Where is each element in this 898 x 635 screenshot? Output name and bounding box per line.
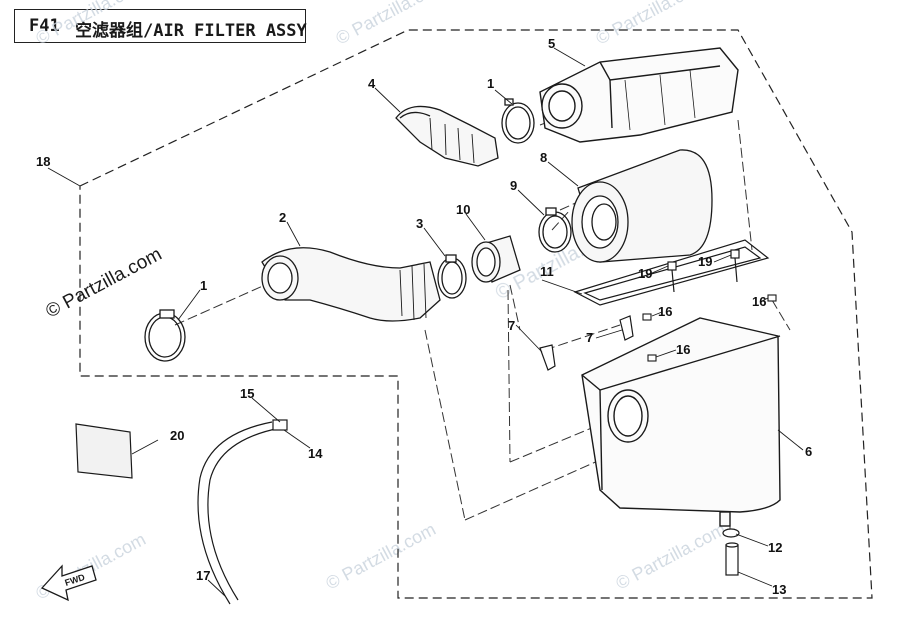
part-5-upper-cover xyxy=(539,47,739,143)
watermark-text: © Partzilla.com xyxy=(332,0,448,49)
part-4-intake-duct xyxy=(395,105,499,167)
callout-18: 18 xyxy=(36,154,50,169)
part-6-lower-housing xyxy=(581,317,781,527)
callout-20: 20 xyxy=(170,428,184,443)
part-2-main-hose xyxy=(261,247,441,322)
callout-4: 4 xyxy=(368,76,376,91)
part-7-brackets xyxy=(539,315,634,371)
watermark-text: © Partzilla.com xyxy=(32,0,148,49)
callout-17: 17 xyxy=(196,568,210,583)
callout-1-lower: 1 xyxy=(200,278,207,293)
callout-16-right: 16 xyxy=(752,294,766,309)
diagram-title: 空滤器组/AIR FILTER ASSY xyxy=(75,21,307,41)
part-12-clip xyxy=(722,528,740,538)
watermark-text: © Partzilla.com xyxy=(322,519,438,594)
title-box: F41 空滤器组/AIR FILTER ASSY xyxy=(14,9,307,43)
callout-12: 12 xyxy=(768,540,782,555)
part-11-gasket xyxy=(573,239,770,306)
callout-6: 6 xyxy=(805,444,812,459)
callout-16-middle: 16 xyxy=(676,342,690,357)
diagram-code: F41 xyxy=(29,16,60,36)
watermark-text: © Partzilla.com xyxy=(592,0,708,49)
assembly-boundary xyxy=(79,29,873,599)
callout-15: 15 xyxy=(240,386,254,401)
forward-arrow: FWD xyxy=(40,564,97,602)
callouts: 1 1 2 3 4 5 6 7 7 8 9 10 11 12 13 14 15 … xyxy=(36,36,812,597)
part-20-label xyxy=(75,423,133,479)
callout-11: 11 xyxy=(540,264,554,279)
callout-5: 5 xyxy=(548,36,555,51)
callout-7-right: 7 xyxy=(586,330,593,345)
part-3-clamp xyxy=(437,254,467,299)
watermark-text: © Partzilla.com xyxy=(612,519,728,594)
callout-19-right: 19 xyxy=(698,254,712,269)
callout-9: 9 xyxy=(510,178,517,193)
watermark-main: © Partzilla.com xyxy=(42,244,165,323)
callout-7-left: 7 xyxy=(508,318,515,333)
part-17-breather-tube xyxy=(197,419,288,605)
callout-2: 2 xyxy=(279,210,286,225)
part-1-clamp-upper xyxy=(501,98,535,144)
part-1-clamp-lower xyxy=(144,309,186,362)
leader-lines xyxy=(47,47,804,597)
part-13-drain-tube xyxy=(725,542,739,576)
callout-16-top: 16 xyxy=(658,304,672,319)
part-8-filter-element xyxy=(571,149,713,263)
callout-13: 13 xyxy=(772,582,786,597)
callout-1-upper: 1 xyxy=(487,76,494,91)
part-10-connector xyxy=(471,235,521,283)
callout-14: 14 xyxy=(308,446,323,461)
callout-3: 3 xyxy=(416,216,423,231)
callout-10: 10 xyxy=(456,202,470,217)
callout-19-left: 19 xyxy=(638,266,652,281)
callout-8: 8 xyxy=(540,150,547,165)
part-9-clamp xyxy=(538,207,572,253)
